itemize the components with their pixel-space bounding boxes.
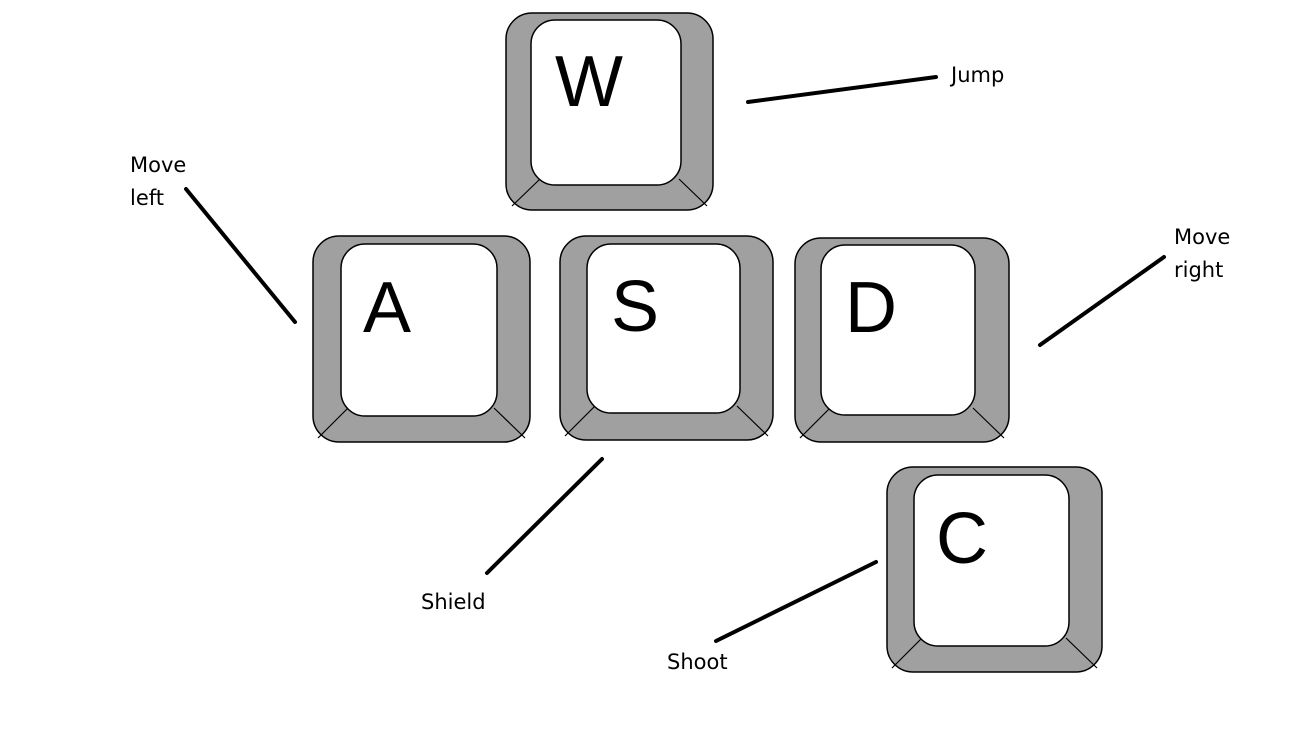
label-jump: Jump: [949, 63, 1004, 87]
key-s-letter: S: [611, 267, 659, 347]
key-w-letter: W: [555, 42, 623, 122]
key-a: A: [312, 235, 531, 443]
label-move-right-line-1: Move: [1174, 225, 1230, 249]
label-move-left: Move left: [130, 153, 193, 210]
leader-line-move-left: [184, 187, 297, 324]
key-d-letter: D: [845, 268, 897, 348]
label-move-right: Move right: [1174, 225, 1237, 282]
key-c-letter: C: [936, 499, 988, 579]
label-move-left-line-2: left: [130, 186, 164, 210]
leader-line-shield: [485, 457, 604, 575]
label-move-right-line-2: right: [1174, 258, 1223, 282]
key-a-letter: A: [363, 268, 411, 348]
leader-line-jump: [746, 75, 938, 104]
label-move-left-line-1: Move: [130, 153, 186, 177]
key-c: C: [886, 466, 1103, 673]
key-s: S: [559, 235, 774, 441]
label-shield: Shield: [421, 590, 486, 614]
leader-line-shoot: [714, 560, 878, 643]
key-w: W: [505, 12, 714, 211]
label-shoot: Shoot: [667, 650, 728, 674]
leader-line-move-right: [1038, 255, 1166, 347]
key-d: D: [794, 237, 1010, 443]
